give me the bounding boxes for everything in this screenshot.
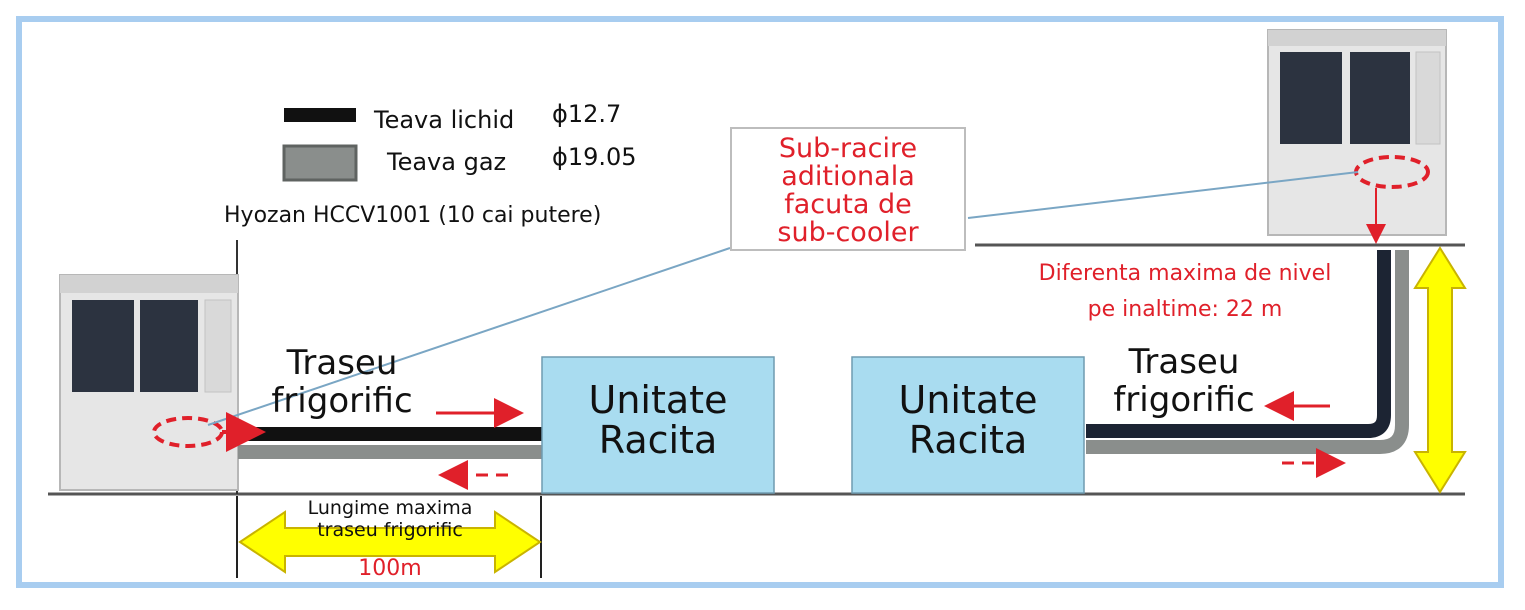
outdoor-unit-right-icon [1267, 29, 1447, 236]
right-liquid-pipe [1086, 250, 1391, 438]
height-difference-text: Diferenta maxima de nivel pe inaltime: 2… [1000, 256, 1370, 328]
subcooler-callout: Sub-racire aditionala facuta de sub-cool… [730, 127, 966, 251]
height-difference-arrow [1413, 246, 1467, 494]
left-liquid-pipe [238, 427, 542, 441]
length-label: Lungime maxima traseu frigorific [270, 497, 510, 541]
height-text-line1: Diferenta maxima de nivel [1038, 261, 1332, 286]
legend-gas-diameter: ϕ19.05 [552, 143, 637, 171]
length-value: 100m [358, 556, 422, 581]
model-label: Hyozan HCCV1001 (10 cai putere) [224, 203, 602, 228]
left-gas-pipe [238, 445, 542, 459]
left-route-label: Traseu frigorific [262, 344, 422, 420]
right-route-label-line2: frigorific [1113, 380, 1255, 420]
right-gas-pipe [1086, 250, 1409, 454]
callout-line: aditionala [781, 161, 915, 192]
length-arrow [238, 510, 542, 574]
indoor-unit-left-label: Unitate Racita [542, 380, 774, 460]
liquid-pipe-swatch [284, 108, 356, 122]
indoor-unit-left-line2: Racita [598, 418, 718, 462]
length-text-line2: traseu frigorific [317, 519, 463, 541]
left-route-label-line2: frigorific [271, 381, 413, 421]
left-route-label-line1: Traseu [286, 343, 398, 383]
indoor-unit-left-line1: Unitate [588, 378, 728, 422]
callout-line: facuta de [784, 189, 912, 220]
callout-line: Sub-racire [778, 133, 918, 164]
gas-pipe-swatch [282, 144, 358, 182]
legend-liquid-label: Teava lichid [374, 106, 515, 134]
right-route-label-line1: Traseu [1128, 342, 1240, 382]
callout-leader-left [207, 247, 731, 426]
indoor-unit-right-line1: Unitate [898, 378, 1038, 422]
indoor-unit-left-box [541, 356, 775, 494]
callout-line: sub-cooler [777, 217, 919, 248]
outdoor-unit-left-icon [59, 274, 239, 491]
length-text-line1: Lungime maxima [307, 497, 473, 519]
indoor-unit-right-label: Unitate Racita [852, 380, 1084, 460]
indoor-unit-right-box [851, 356, 1085, 494]
right-route-label: Traseu frigorific [1104, 343, 1264, 419]
height-text-line2: pe inaltime: 22 m [1087, 297, 1283, 322]
legend-gas-label: Teava gaz [387, 148, 507, 176]
legend-liquid-diameter: ϕ12.7 [552, 100, 622, 128]
indoor-unit-right-line2: Racita [908, 418, 1028, 462]
callout-leader-right [967, 171, 1359, 219]
